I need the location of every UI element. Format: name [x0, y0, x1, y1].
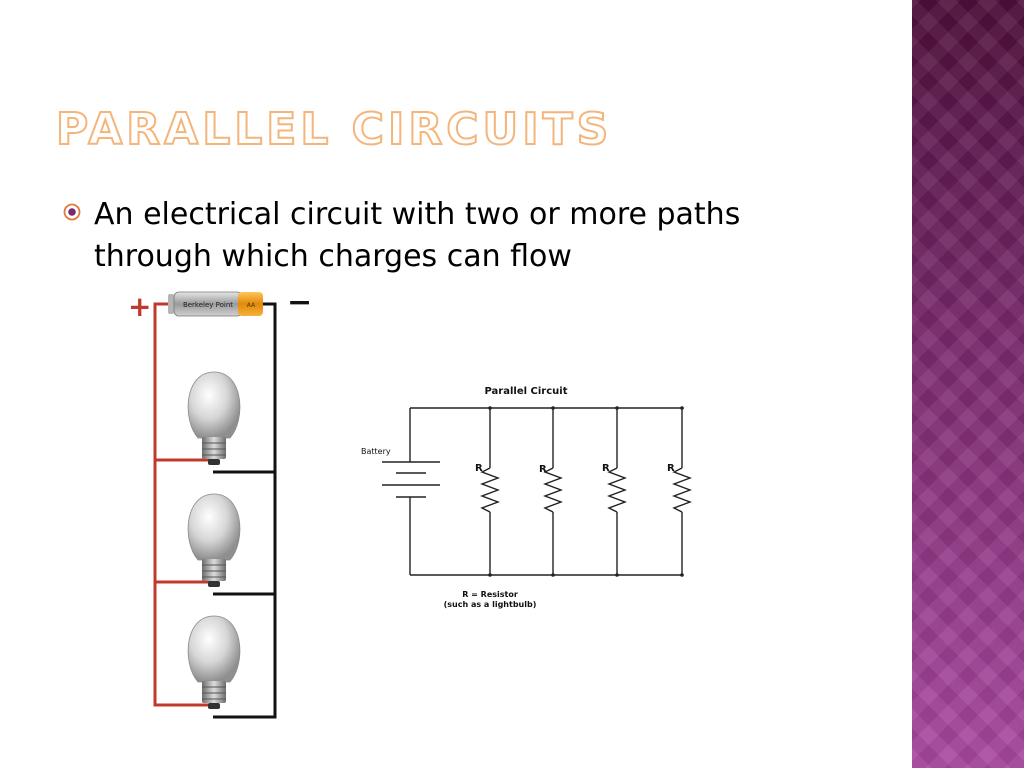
light-bulb-icon	[187, 615, 241, 709]
resistor-label: R	[667, 463, 675, 474]
light-bulb-icon	[187, 493, 241, 587]
schematic-title: Parallel Circuit	[485, 386, 568, 397]
resistor-symbols	[480, 467, 692, 513]
negative-wires	[213, 302, 277, 719]
schematic-legend-line1: R = Resistor	[462, 590, 518, 599]
resistor-label: R	[602, 463, 610, 474]
bullet-text: An electrical circuit with two or more p…	[94, 197, 741, 274]
bullet-point: An electrical circuit with two or more p…	[62, 194, 862, 278]
battery-size-label: AA	[247, 302, 256, 309]
resistor-label: R	[539, 464, 547, 475]
schematic-junctions	[488, 406, 684, 577]
battery-icon: Berkeley Point AA	[168, 291, 263, 317]
light-bulb-icon	[187, 371, 241, 465]
decorative-side-bar	[912, 0, 1024, 768]
schematic-battery-symbol	[382, 461, 440, 498]
battery-brand-label: Berkeley Point	[183, 301, 233, 309]
positive-wires	[153, 302, 213, 707]
schematic-legend-line2: (such as a lightbulb)	[444, 600, 537, 609]
plus-sign: +	[128, 290, 151, 323]
schematic-battery-label: Battery	[361, 447, 391, 456]
schematic-wires	[409, 407, 683, 576]
minus-sign: −	[287, 285, 312, 320]
slide-title: Parallel Circuits	[55, 103, 613, 156]
bullet-target-icon	[63, 203, 81, 221]
resistor-label: R	[475, 463, 483, 474]
